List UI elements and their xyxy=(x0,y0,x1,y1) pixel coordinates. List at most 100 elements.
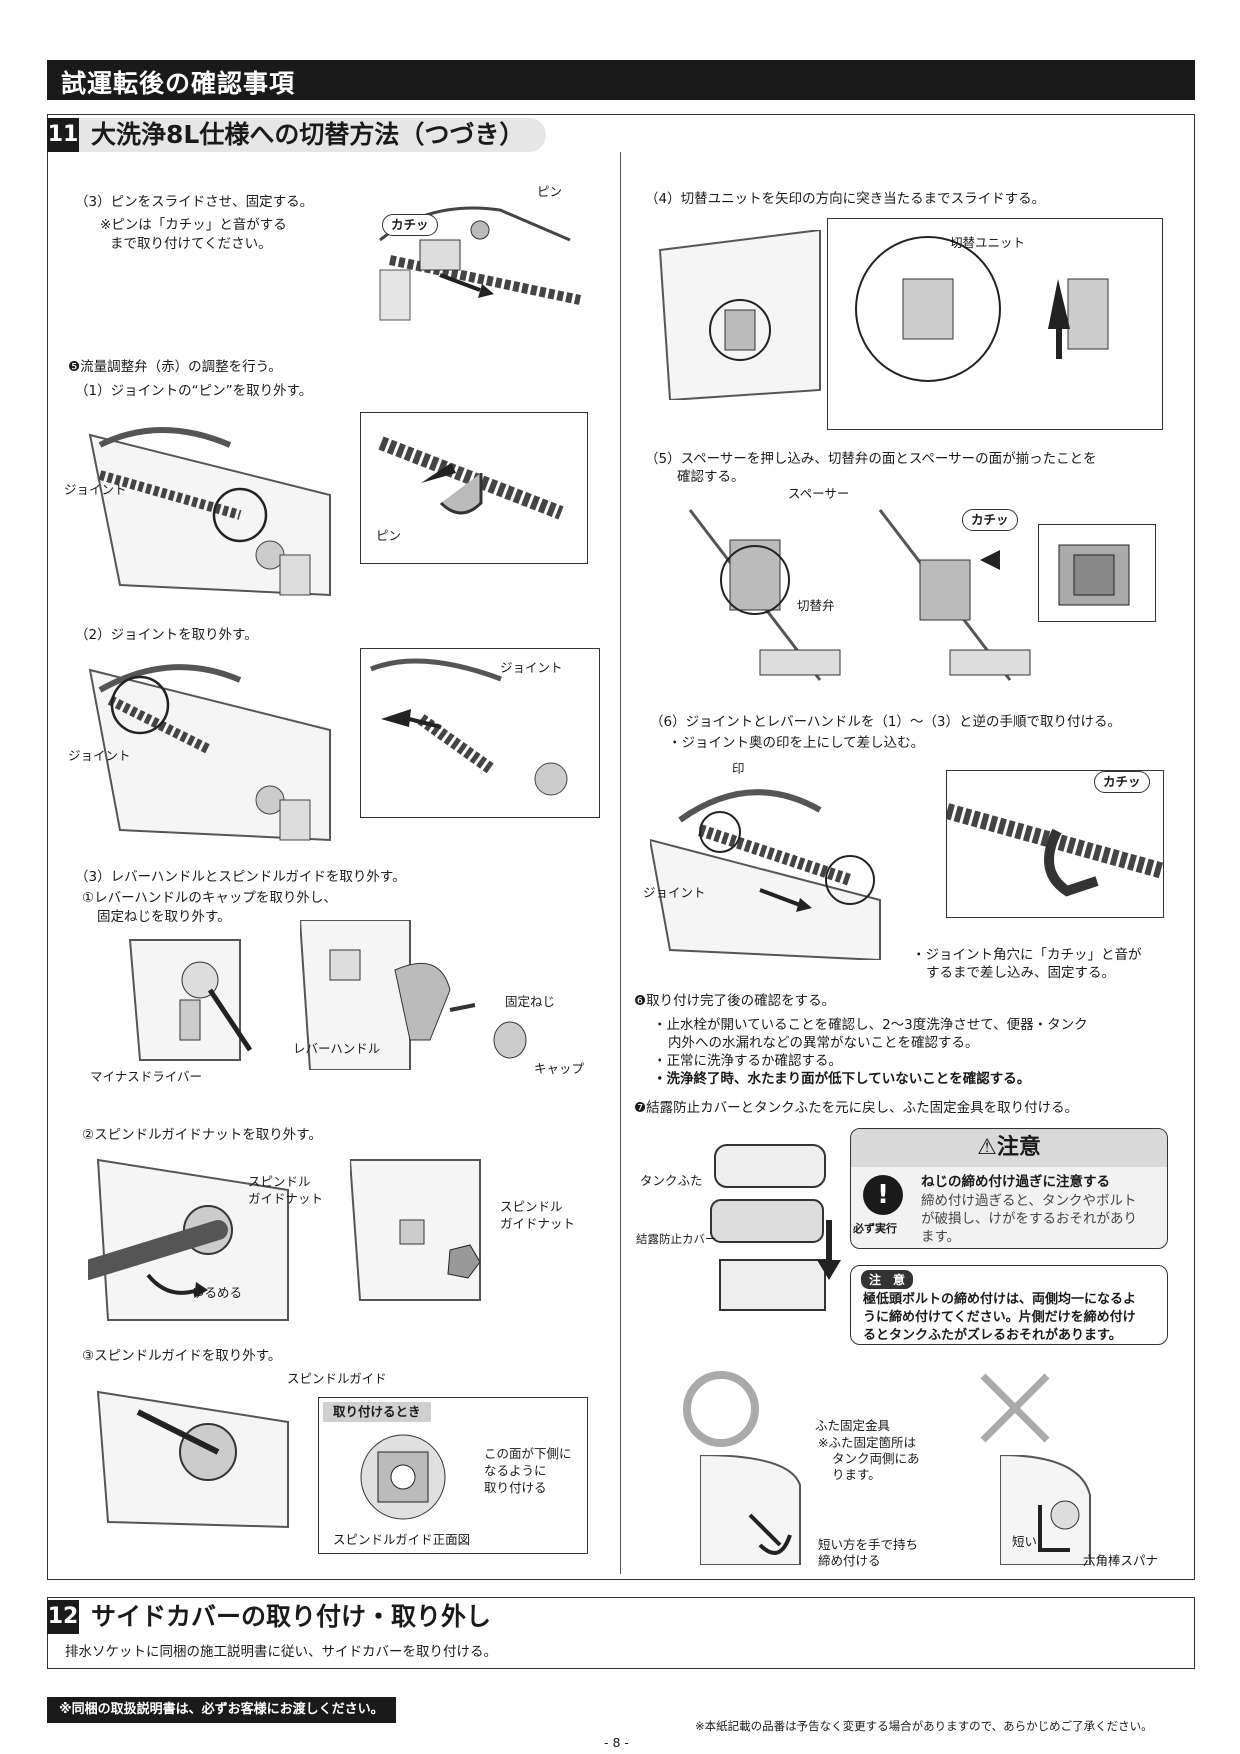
label-pin-detail: ピン xyxy=(376,528,402,543)
pin-slide-illustration xyxy=(379,206,582,321)
caution-body-3: ます。 xyxy=(921,1229,961,1245)
note-line-3: るとタンクふたがズレるおそれがあります。 xyxy=(863,1328,1122,1343)
section-12-text: 排水ソケットに同梱の施工説明書に従い、サイドカバーを取り付ける。 xyxy=(65,1644,497,1660)
step5-sub3a-2: 固定ねじを取り外す。 xyxy=(97,909,231,925)
note-tag: 注 意 xyxy=(861,1270,914,1289)
label-tank-lid: タンクふた xyxy=(640,1173,703,1188)
label-pin: ピン xyxy=(537,184,563,199)
spacer-push-illustration xyxy=(878,509,1031,681)
step6-heading: ❻取り付け完了後の確認をする。 xyxy=(634,993,836,1009)
label-valve: 切替弁 xyxy=(797,598,835,613)
spindle-guide-front-view xyxy=(360,1434,446,1520)
label-mark: 印 xyxy=(732,761,745,776)
label-driver: マイナスドライバー xyxy=(90,1069,203,1084)
lever-cap-illustration xyxy=(128,939,253,1061)
label-joint-2: ジョイント xyxy=(68,748,131,763)
step6r-text-2: ・ジョイント奥の印を上にして差し込む。 xyxy=(668,735,925,751)
label-cover: 結露防止カバー xyxy=(636,1232,717,1246)
step6r-note-2: するまで差し込み、固定する。 xyxy=(926,965,1115,981)
label-joint-3: ジョイント xyxy=(500,660,563,675)
spindle-guide-removal-illustration xyxy=(96,1390,289,1529)
correct-circle-icon xyxy=(683,1371,759,1447)
note-box: 注 意 極低頭ボルトの締め付けは、両側均一になるよ うに締め付けてください。片側… xyxy=(850,1265,1168,1345)
section-11-title: 11 大洗浄8L仕様への切替方法（つづき） xyxy=(47,117,547,153)
section-number: 11 xyxy=(47,118,79,152)
section-12-title: 12 サイドカバーの取り付け・取り外し xyxy=(47,1599,513,1635)
bracket-correct-illustration xyxy=(700,1455,801,1565)
joint-pin-detail xyxy=(360,412,588,564)
lever-handle-illustration xyxy=(300,920,527,1070)
joint-pin-illustration xyxy=(88,427,331,597)
label-lever-handle: レバーハンドル xyxy=(293,1041,381,1056)
column-divider xyxy=(620,152,621,1574)
step3-text: （3）ピンをスライドさせ、固定する。 xyxy=(75,194,314,210)
step6r-note-1: ・ジョイント角穴に「カチッ」と音が xyxy=(912,947,1142,963)
label-loosen: ゆるめる xyxy=(192,1285,243,1300)
attach-detail-box: 取り付けるとき この面が下側に なるように 取り付ける スピンドルガイド正面図 xyxy=(318,1397,588,1554)
short-note-2: 締め付ける xyxy=(818,1553,881,1568)
click-badge-3: カチッ xyxy=(1094,771,1150,793)
caution-body-2: が破損し、けがをするおそれがあり xyxy=(921,1211,1137,1227)
label-spacer: スペーサー xyxy=(788,486,850,501)
label-sgnut-2: ガイドナット xyxy=(248,1191,324,1206)
step3-note-2: まで取り付けてください。 xyxy=(110,236,272,252)
label-fix-screw: 固定ねじ xyxy=(505,994,556,1009)
caution-heading: ねじの締め付け過ぎに注意する xyxy=(921,1174,1110,1190)
section-12-heading: サイドカバーの取り付け・取り外し xyxy=(91,1602,492,1631)
step6-line-4: ・洗浄終了時、水たまり面が低下していないことを確認する。 xyxy=(653,1071,1031,1087)
label-cap: キャップ xyxy=(534,1061,585,1076)
step5r-text-1: （5）スペーサーを押し込み、切替弁の面とスペーサーの面が揃ったことを xyxy=(645,451,1097,467)
caution-title: ⚠注意 xyxy=(851,1129,1167,1167)
must-do-label: 必ず実行 xyxy=(853,1222,897,1235)
step5-sub3: （3）レバーハンドルとスピンドルガイドを取り外す。 xyxy=(75,869,406,885)
caution-box: ⚠注意 ! 必ず実行 ねじの締め付け過ぎに注意する 締め付け過ぎると、タンクやボ… xyxy=(850,1128,1168,1249)
step5-heading: ❺流量調整弁（赤）の調整を行う。 xyxy=(68,359,282,375)
face-text-1: この面が下側に xyxy=(484,1446,572,1461)
caution-body-1: 締め付け過ぎると、タンクやボルト xyxy=(921,1193,1137,1209)
bracket-note-1: ※ふた固定箇所は xyxy=(818,1435,916,1450)
spindle-nut-removed-illustration xyxy=(350,1159,481,1301)
step7-heading: ❼結露防止カバーとタンクふたを元に戻し、ふた固定金具を取り付ける。 xyxy=(634,1100,1079,1116)
switch-unit-tank-illustration xyxy=(658,230,821,400)
step5-sub2: （2）ジョイントを取り外す。 xyxy=(75,627,258,643)
tank-lid-illustration xyxy=(710,1144,826,1311)
step3-note-1: ※ピンは「カチッ」と音がする xyxy=(100,217,287,233)
joint-remove-detail xyxy=(360,648,600,818)
page-header: 試運転後の確認事項 xyxy=(47,60,1195,100)
step5-sub3a-1: ①レバーハンドルのキャップを取り外し、 xyxy=(82,890,337,906)
label-joint: ジョイント xyxy=(64,482,127,497)
bracket-note-3: ります。 xyxy=(832,1467,881,1482)
label-short: 短い xyxy=(1012,1534,1038,1549)
down-arrow-icon xyxy=(817,1220,841,1280)
step6r-text-1: （6）ジョイントとレバーハンドルを（1）～（3）と逆の手順で取り付ける。 xyxy=(650,714,1121,730)
step6-line-2: 内外への水漏れなどの異常がないことを確認する。 xyxy=(668,1035,979,1051)
joint-remove-illustration xyxy=(88,664,331,842)
step6-line-1: ・止水栓が開いていることを確認し、2～3度洗浄させて、便器・タンク xyxy=(653,1017,1088,1033)
spacer-illustration xyxy=(688,509,841,681)
footer-note: ※同梱の取扱説明書は、必ずお客様にお渡しください。 xyxy=(47,1697,396,1723)
joint-reinstall-illustration xyxy=(650,789,881,960)
face-text-2: なるように xyxy=(484,1463,547,1478)
section-11-frame xyxy=(47,114,1195,1580)
page-title: 試運転後の確認事項 xyxy=(61,69,296,98)
section-heading: 大洗浄8L仕様への切替方法（つづき） xyxy=(79,118,547,152)
step4-text: （4）切替ユニットを矢印の方向に突き当たるまでスライドする。 xyxy=(645,191,1046,207)
step5-sub3c: ③スピンドルガイドを取り外す。 xyxy=(82,1348,282,1364)
step5r-text-2: 確認する。 xyxy=(677,469,745,485)
step5-sub1: （1）ジョイントの“ピン”を取り外す。 xyxy=(75,383,313,399)
note-line-1: 極低頭ボルトの締め付けは、両側均一になるよ xyxy=(863,1292,1137,1307)
note-line-2: うに締め付けてください。片側だけを締め付け xyxy=(863,1310,1136,1325)
switch-unit-detail xyxy=(827,218,1163,430)
joint-click-detail xyxy=(944,770,1166,918)
step6-line-3: ・正常に洗浄するか確認する。 xyxy=(653,1053,842,1069)
face-text-3: 取り付ける xyxy=(484,1480,547,1495)
attach-title: 取り付けるとき xyxy=(323,1402,431,1422)
label-sgnut-1: スピンドル xyxy=(248,1174,311,1189)
label-bracket: ふた固定金具 xyxy=(815,1418,891,1433)
bracket-note-2: タンク両側にあ xyxy=(832,1451,920,1466)
click-badge: カチッ xyxy=(382,214,438,236)
spindle-nut-wrench-illustration xyxy=(88,1158,289,1321)
click-badge-2: カチッ xyxy=(962,509,1018,531)
step5-sub3b: ②スピンドルガイドナットを取り外す。 xyxy=(82,1127,322,1143)
footer-disclaimer: ※本紙記載の品番は予告なく変更する場合がありますので、あらかじめご了承ください。 xyxy=(695,1719,1153,1733)
